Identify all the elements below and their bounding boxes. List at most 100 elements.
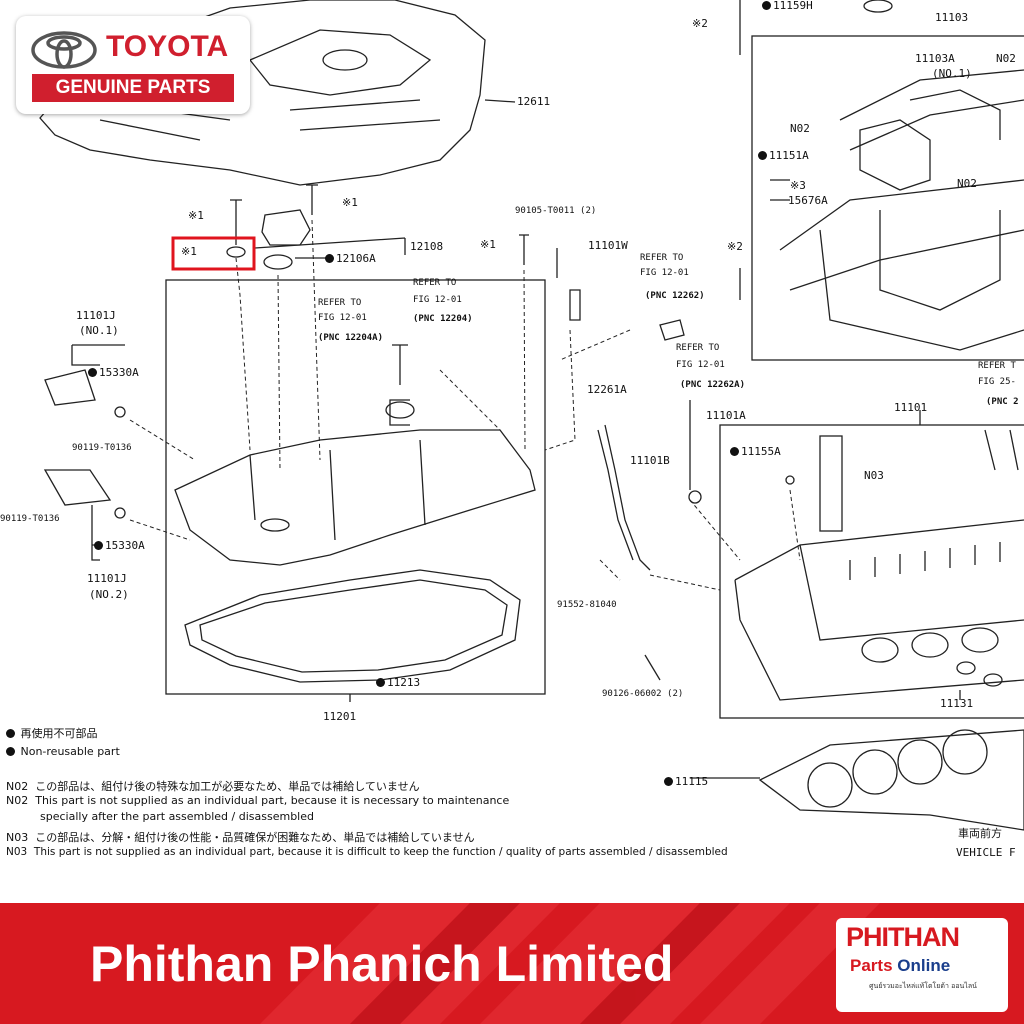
ref1-line1: REFER TO (640, 253, 684, 263)
non-reusable-dot (325, 254, 334, 263)
label-n02-c: N02 (957, 177, 977, 190)
legend-en: Non-reusable part (6, 745, 120, 758)
ref3-line1: REFER TO (413, 278, 457, 288)
label-11201[interactable]: 11201 (323, 710, 357, 723)
valve-cover-box (165, 279, 546, 695)
footer-stripes (260, 903, 880, 1024)
label-15330a-2[interactable]: 15330A (94, 540, 145, 551)
label-11159h[interactable]: 11159H (762, 0, 813, 11)
ref2-line1: REFER TO (318, 298, 362, 308)
company-name: Phithan Phanich Limited (90, 936, 674, 992)
non-reusable-dot (762, 1, 771, 10)
label-90126[interactable]: 90126-06002 (2) (602, 689, 684, 699)
footer-banner: Phithan Phanich Limited PHITHAN Parts On… (0, 903, 1024, 1024)
label-s1-c: ※1 (342, 196, 358, 209)
label-11101b[interactable]: 11101B (630, 454, 670, 467)
cam-housing-drawing (770, 69, 1024, 351)
label-no1: (NO.1) (79, 324, 119, 337)
non-reusable-dot (664, 777, 673, 786)
valve-cover-drawing (174, 344, 536, 566)
legend-jp: 再使用不可部品 (6, 725, 98, 741)
ref2-line2: FIG 12-01 (318, 313, 367, 323)
label-11101a[interactable]: 11101A (706, 409, 746, 422)
label-n02-a: N02 (996, 52, 1016, 65)
label-12106a[interactable]: 12106A (325, 253, 376, 264)
label-s3: ※3 (790, 179, 806, 192)
label-12261a[interactable]: 12261A (587, 383, 627, 396)
label-11155a[interactable]: 11155A (730, 446, 781, 457)
note-n02-en1: N02 This part is not supplied as an indi… (6, 794, 510, 807)
label-11101j-1[interactable]: 11101J (76, 309, 116, 322)
label-11213[interactable]: 11213 (376, 677, 420, 688)
cylinder-head-drawing (734, 429, 1024, 701)
genuine-parts-banner: GENUINE PARTS (32, 74, 234, 102)
ref4-pnc[interactable]: (PNC 12262A) (680, 380, 746, 390)
toyota-emblem-icon (31, 31, 97, 69)
label-n03: N03 (864, 469, 884, 482)
non-reusable-dot (758, 151, 767, 160)
ref3-pnc[interactable]: (PNC 12204) (413, 314, 473, 324)
label-11101j-2[interactable]: 11101J (87, 572, 127, 585)
non-reusable-dot (88, 368, 97, 377)
vehicle-front-en: VEHICLE F (956, 846, 1016, 859)
ref5-line1: REFER T (978, 361, 1016, 371)
non-reusable-dot (6, 729, 15, 738)
label-no2: (NO.2) (89, 588, 129, 601)
label-11115[interactable]: 11115 (664, 776, 708, 787)
vehicle-front-jp: 車両前方 (958, 827, 1002, 840)
ref1-pnc[interactable]: (PNC 12262) (645, 291, 705, 301)
oil-cap-drawing (261, 209, 311, 246)
label-91552[interactable]: 91552-81040 (557, 600, 617, 610)
cylinder-head-box (719, 424, 1024, 719)
toyota-genuine-parts-logo: TOYOTA GENUINE PARTS (16, 16, 250, 114)
label-n02-b: N02 (790, 122, 810, 135)
label-11103[interactable]: 11103 (935, 11, 969, 24)
label-12108[interactable]: 12108 (410, 240, 444, 253)
label-11103a-no: (NO.1) (932, 67, 972, 80)
toyota-wordmark: TOYOTA (106, 30, 229, 63)
label-12611[interactable]: 12611 (517, 95, 551, 108)
injector-2-drawing (43, 469, 112, 506)
non-reusable-dot (6, 747, 15, 756)
label-90119-2[interactable]: 90119-T0136 (0, 514, 60, 524)
ref2-pnc[interactable]: (PNC 12204A) (318, 333, 384, 343)
ref3-line2: FIG 12-01 (413, 295, 462, 305)
highlight-box (171, 236, 256, 271)
label-11101[interactable]: 11101 (894, 401, 928, 414)
valve-cover-gasket-drawing (184, 569, 521, 683)
logo-main-text: PHITHAN (846, 922, 960, 952)
label-s1-b: ※1 (181, 245, 197, 258)
label-11101w[interactable]: 11101W (588, 239, 628, 252)
label-15330a-1[interactable]: 15330A (88, 367, 139, 378)
label-s2-top: ※2 (692, 17, 708, 30)
parts-diagram (39, 0, 1024, 831)
label-s2-b: ※2 (727, 240, 743, 253)
note-n02-en2: specially after the part assembled / dis… (40, 810, 314, 823)
oil-pipe-drawing (604, 424, 651, 571)
label-15676a[interactable]: 15676A (788, 194, 828, 207)
ref4-line1: REFER TO (676, 343, 720, 353)
note-n03-jp: N03 この部品は、分解・組付け後の性能・品質確保が困難なため、単品では補給して… (6, 831, 475, 844)
label-90119-1[interactable]: 90119-T0136 (72, 443, 132, 453)
ref4-line2: FIG 12-01 (676, 360, 725, 370)
head-gasket-drawing (758, 729, 1024, 831)
logo-sub-text: Parts Online (850, 956, 951, 975)
label-s1-d: ※1 (480, 238, 496, 251)
label-11151a[interactable]: 11151A (758, 150, 809, 161)
note-n03-en: N03 This part is not supplied as an indi… (6, 846, 728, 858)
ref1-line2: FIG 12-01 (640, 268, 689, 278)
non-reusable-dot (376, 678, 385, 687)
ref5-line2: FIG 25- (978, 377, 1016, 387)
phithan-parts-online-logo[interactable]: PHITHAN Parts Online ศูนย์รวมอะไหล่แท้โต… (836, 918, 1008, 1012)
label-11131[interactable]: 11131 (940, 697, 974, 710)
label-s1-a: ※1 (188, 209, 204, 222)
logo-tagline: ศูนย์รวมอะไหล่แท้โตโยต้า ออนไลน์ (869, 982, 977, 990)
camshaft-housing-box (751, 35, 1024, 361)
non-reusable-dot (730, 447, 739, 456)
note-n02-jp: N02 この部品は、組付け後の特殊な加工が必要なため、単品では補給していません (6, 780, 420, 793)
label-90105[interactable]: 90105-T0011 (2) (515, 206, 597, 216)
label-11103a[interactable]: 11103A (915, 52, 955, 65)
injector-1-drawing (44, 369, 96, 406)
non-reusable-dot (94, 541, 103, 550)
ref5-pnc[interactable]: (PNC 2 (986, 397, 1019, 407)
